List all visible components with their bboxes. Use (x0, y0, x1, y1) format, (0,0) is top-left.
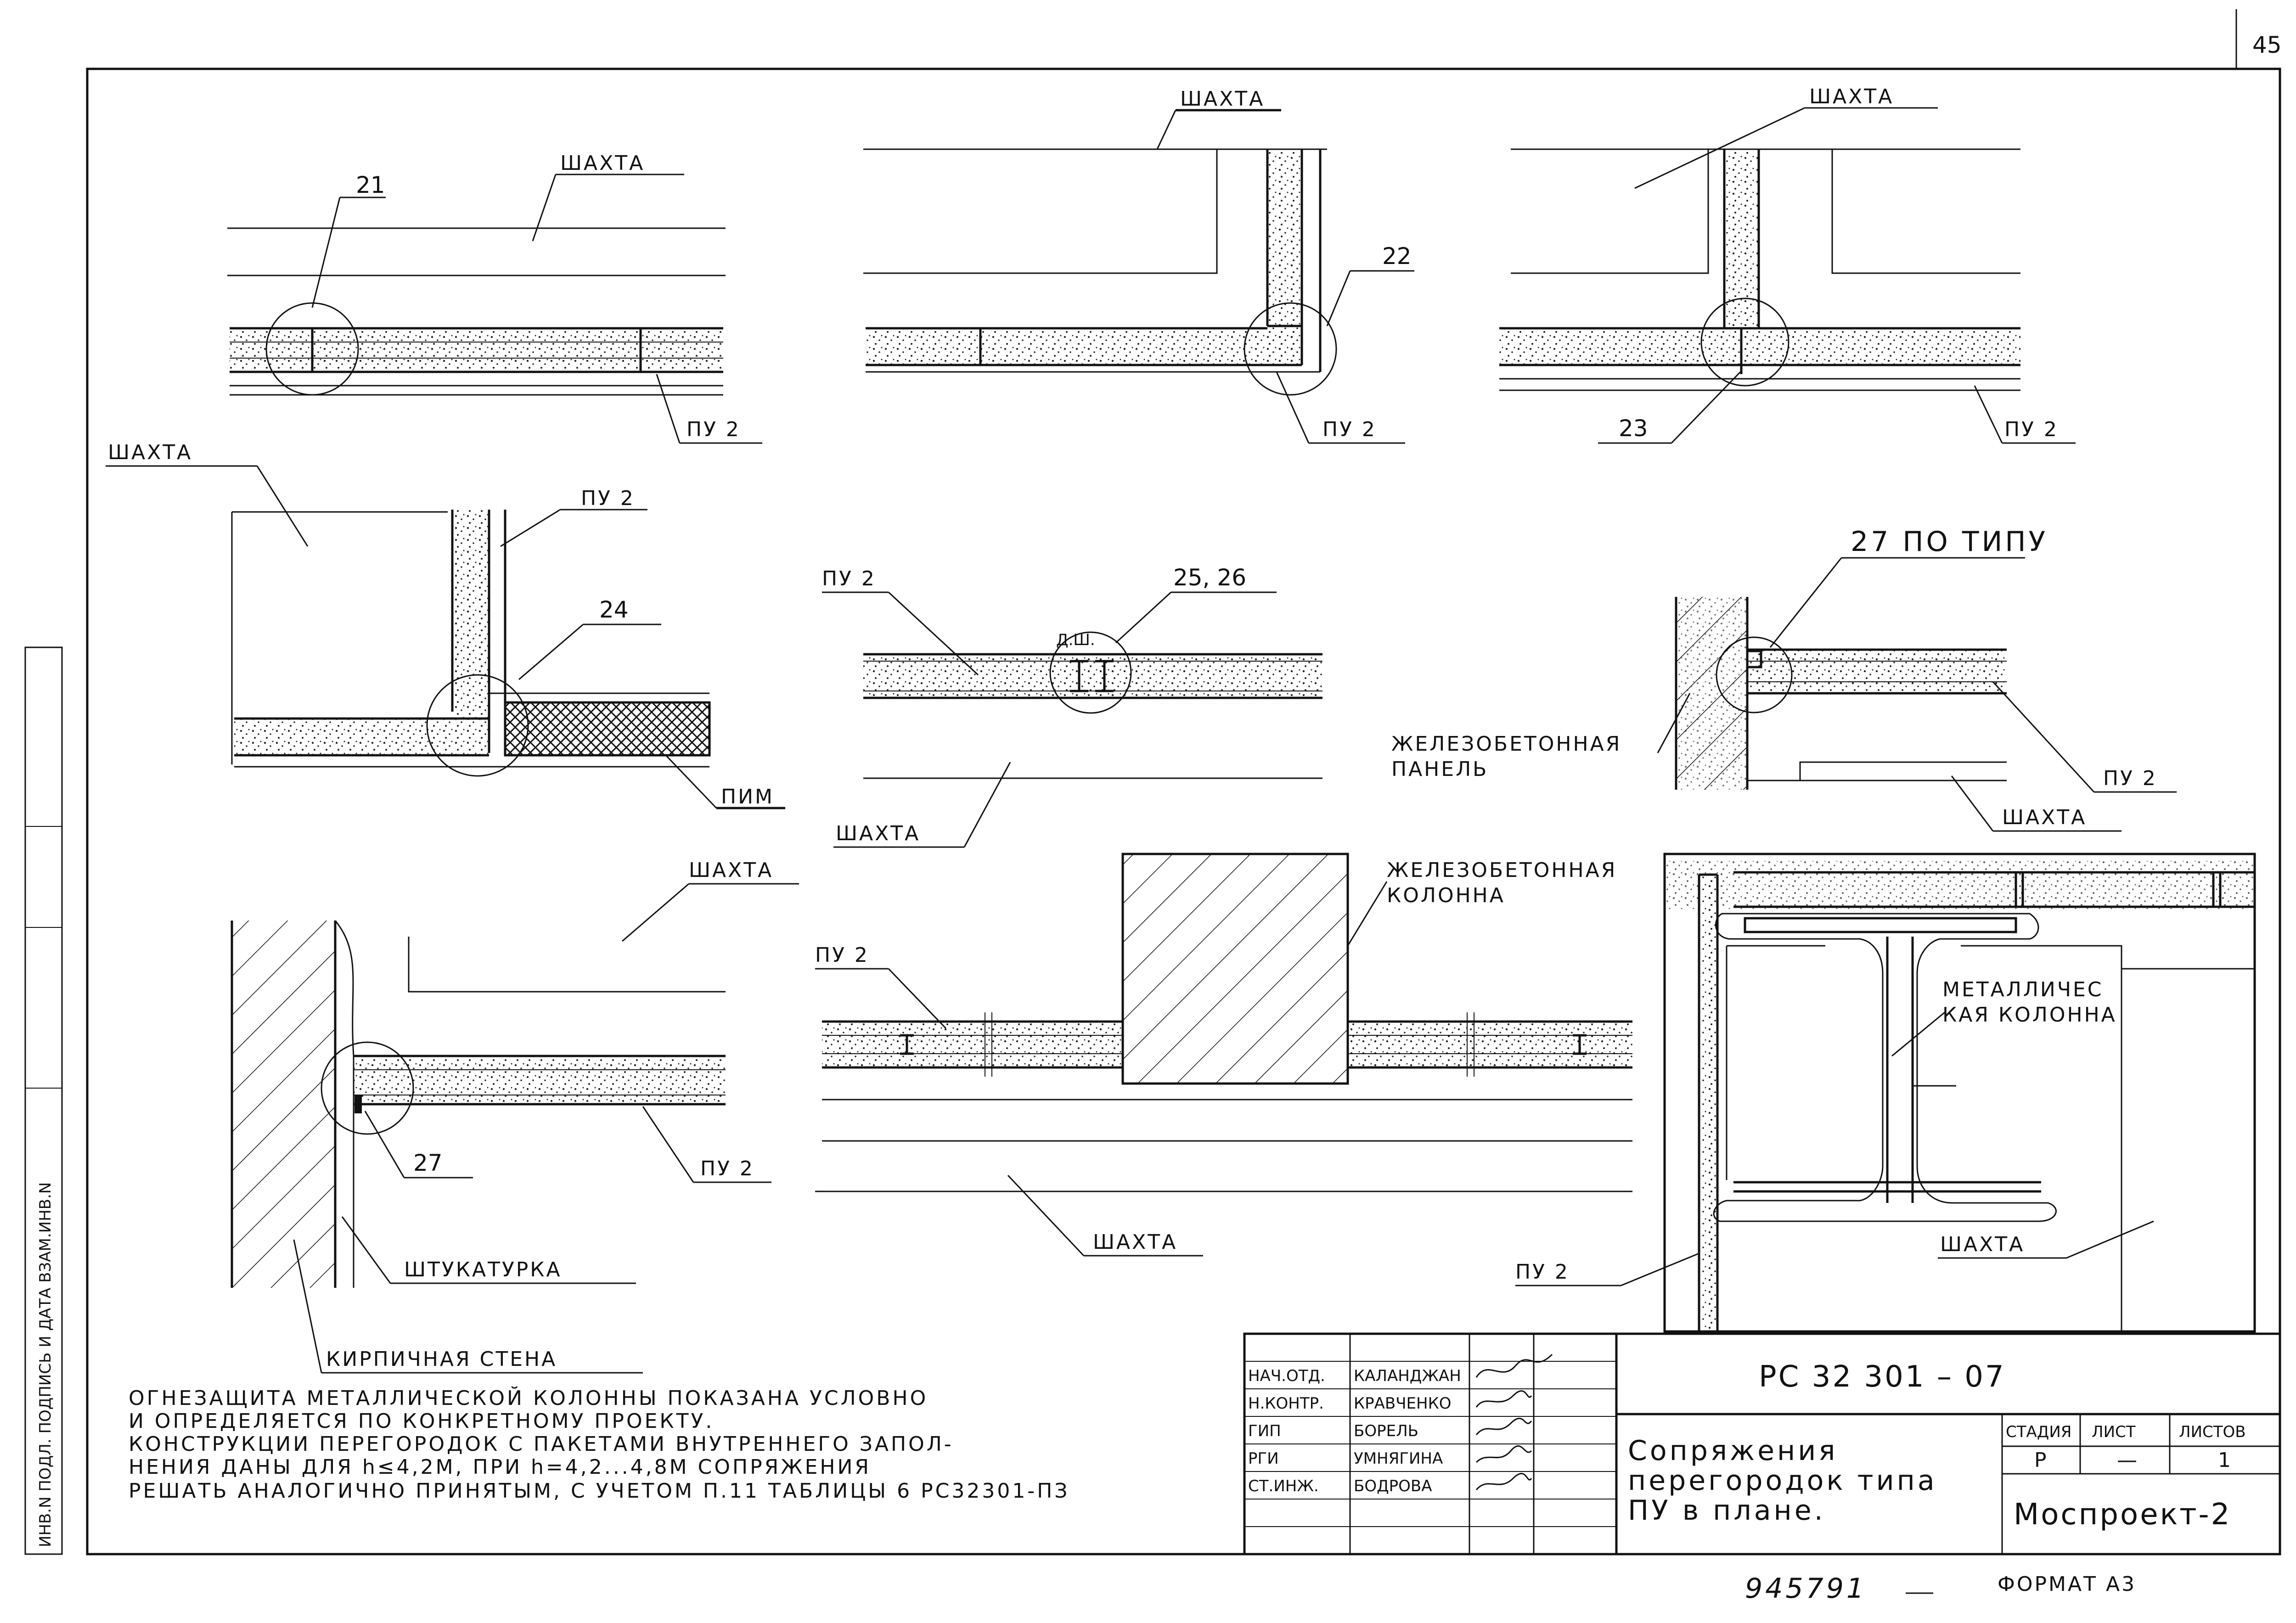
panel-label: ПУ 2 (700, 1157, 754, 1180)
sig-role-3: ГИП (1248, 1422, 1281, 1440)
side-stamp-text: ИНВ.N ПОДЛ. ПОДПИСЬ И ДАТА ВЗАМ.ИНВ.N (36, 1182, 55, 1547)
shaft-label: ШАХТА (836, 822, 920, 845)
detail-4: ПУ 2 24 ПИМ ШАХТА (106, 441, 785, 809)
detail-1: 21 ШАХТА ПУ 2 (227, 152, 762, 444)
title-line-2: перегородок типа (1628, 1465, 1937, 1497)
detail-8: ПУ 2 ЖЕЛЕЗОБЕТОННАЯ КОЛОННА ШАХТА (815, 853, 1632, 1257)
sig-role-1: НАЧ.ОТД. (1248, 1367, 1325, 1385)
rc-column-label-2: КОЛОННА (1387, 884, 1505, 907)
brick-wall-label: КИРПИЧНАЯ СТЕНА (326, 1348, 557, 1371)
sig-role-2: Н.КОНТР. (1248, 1394, 1324, 1413)
i-beam-profile (305, 327, 319, 373)
rc-panel-label-1: ЖЕЛЕЗОБЕТОННАЯ (1391, 732, 1621, 756)
shaft-label: ШАХТА (1809, 85, 1894, 108)
shaft-label: ШАХТА (1093, 1230, 1177, 1254)
organization: Моспроект-2 (2014, 1498, 2231, 1532)
drawing-frame (86, 67, 2281, 1556)
handwritten-signatures (1475, 1353, 1553, 1490)
title-block: НАЧ.ОТД. КАЛАНДЖАН Н.КОНТР. КРАВЧЕНКО ГИ… (1243, 1332, 2281, 1556)
shaft-label: ШАХТА (2002, 806, 2087, 829)
rc-column-label-1: ЖЕЛЕЗОБЕТОННАЯ (1387, 859, 1617, 882)
callout-25-26: 25, 26 (1173, 564, 1246, 591)
detail-2: ШАХТА 22 ПУ 2 (863, 87, 1414, 444)
panel-label: ПУ 2 (687, 418, 741, 441)
sheet-header: ЛИСТ (2092, 1423, 2136, 1441)
panel-label: ПУ 2 (815, 943, 869, 967)
note-line-3: КОНСТРУКЦИИ ПЕРЕГОРОДОК С ПАКЕТАМИ ВНУТР… (129, 1432, 954, 1456)
shaft-label: ШАХТА (108, 441, 192, 464)
note-line-2: И ОПРЕДЕЛЯЕТСЯ ПО КОНКРЕТНОМУ ПРОЕКТУ. (129, 1410, 714, 1433)
sig-name-5: БОДРОВА (1354, 1477, 1432, 1495)
title-line-3: ПУ в плане. (1628, 1494, 1826, 1527)
rc-panel-label-2: ПАНЕЛЬ (1391, 758, 1488, 781)
detail-7: ШАХТА 27 ПУ 2 ШТУКАТУРКА КИРПИЧНАЯ СТЕНА (231, 859, 799, 1374)
dsh-label: Д.Ш. (1056, 631, 1095, 649)
detail-9: МЕТАЛЛИЧЕС КАЯ КОЛОННА ШАХТА ПУ 2 (1515, 853, 2256, 1333)
panel-label: ПУ 2 (2004, 418, 2059, 441)
metal-column-label-2: КАЯ КОЛОННА (1942, 1003, 2117, 1027)
sig-role-5: СТ.ИНЖ. (1248, 1477, 1319, 1495)
panel-label: ПУ 2 (581, 487, 635, 510)
detail-6: 27 ПО ТИПУ ЖЕЛЕЗОБЕТОННАЯ ПАНЕЛЬ ПУ 2 ША… (1391, 526, 2177, 832)
shaft-label: ШАХТА (560, 152, 645, 175)
shaft-label: ШАХТА (1180, 87, 1265, 111)
pim-label: ПИМ (721, 785, 774, 809)
general-notes: ОГНЕЗАЩИТА МЕТАЛЛИЧЕСКОЙ КОЛОННЫ ПОКАЗАН… (129, 1386, 1069, 1503)
panel-label: ПУ 2 (1515, 1260, 1570, 1284)
sig-name-1: КАЛАНДЖАН (1354, 1367, 1461, 1385)
handwritten-number: 945791 (1745, 1572, 1867, 1605)
side-stamp: ИНВ.N ПОДЛ. ПОДПИСЬ И ДАТА ВЗАМ.ИНВ.N (24, 646, 63, 1555)
callout-21: 21 (356, 172, 385, 198)
shaft-label: ШАХТА (1940, 1233, 2025, 1256)
sig-name-2: КРАВЧЕНКО (1354, 1394, 1451, 1413)
callout-22: 22 (1382, 243, 1412, 270)
callout-27-po-tipu: 27 ПО ТИПУ (1851, 526, 2048, 558)
metal-column-label-1: МЕТАЛЛИЧЕС (1942, 978, 2104, 1001)
format-label: ФОРМАТ А3 (1998, 1572, 2136, 1596)
callout-23: 23 (1619, 415, 1648, 442)
sig-role-4: РГИ (1248, 1449, 1279, 1468)
shaft-label: ШАХТА (689, 859, 773, 882)
panel-label: ПУ 2 (1322, 418, 1377, 441)
stage-header: СТАДИЯ (2006, 1423, 2071, 1441)
sheets-value: 1 (2218, 1449, 2233, 1472)
stage-value: Р (2034, 1449, 2048, 1472)
note-line-1: ОГНЕЗАЩИТА МЕТАЛЛИЧЕСКОЙ КОЛОННЫ ПОКАЗАН… (129, 1386, 928, 1410)
page-number: 45 (2252, 32, 2282, 58)
plaster-label: ШТУКАТУРКА (404, 1258, 562, 1281)
sig-name-3: БОРЕЛЬ (1354, 1422, 1418, 1440)
note-line-5: РЕШАТЬ АНАЛОГИЧНО ПРИНЯТЫМ, С УЧЕТОМ П.1… (129, 1479, 1069, 1503)
panel-label: ПУ 2 (2103, 767, 2157, 790)
detail-5: Д.Ш. ПУ 2 25, 26 ШАХТА (822, 564, 1322, 848)
callout-24: 24 (599, 596, 629, 623)
panel-label: ПУ 2 (822, 567, 876, 590)
document-code: РС 32 301 – 07 (1759, 1360, 2006, 1394)
detail-3: ШАХТА 23 ПУ 2 (1499, 85, 2076, 444)
note-line-4: НЕНИЯ ДАНЫ ДЛЯ h≤4,2М, ПРИ h=4,2...4,8М … (129, 1455, 871, 1479)
title-line-1: Сопряжения (1628, 1435, 1838, 1467)
callout-circle (265, 302, 359, 396)
sheets-header: ЛИСТОВ (2179, 1423, 2246, 1441)
sig-name-4: УМНЯГИНА (1354, 1449, 1443, 1468)
callout-27: 27 (413, 1150, 443, 1176)
sheet-value: — (2117, 1449, 2139, 1472)
